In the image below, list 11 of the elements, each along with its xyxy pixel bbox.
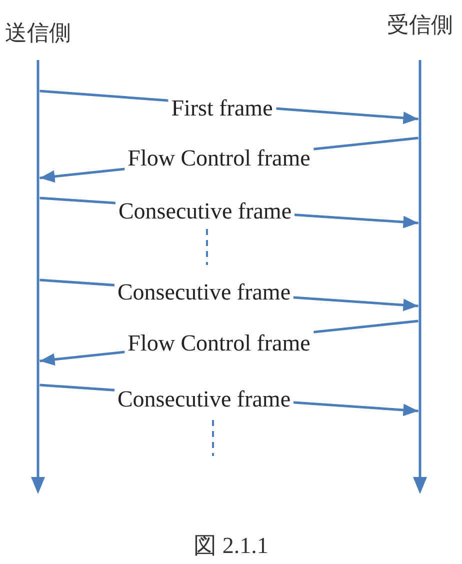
message-arrow: [40, 90, 418, 124]
participant-label: 受信側: [387, 12, 453, 38]
message-arrow: [40, 384, 418, 416]
message-arrow: [40, 278, 418, 312]
edge-label: Flow Control frame: [124, 330, 314, 356]
figure-caption: 図 2.1.1: [194, 532, 268, 559]
participant-label: 送信側: [5, 20, 71, 46]
edge-label: Flow Control frame: [124, 144, 314, 172]
message-arrow: [40, 136, 418, 183]
message-arrow: [40, 320, 418, 366]
message-arrow: [40, 196, 418, 228]
